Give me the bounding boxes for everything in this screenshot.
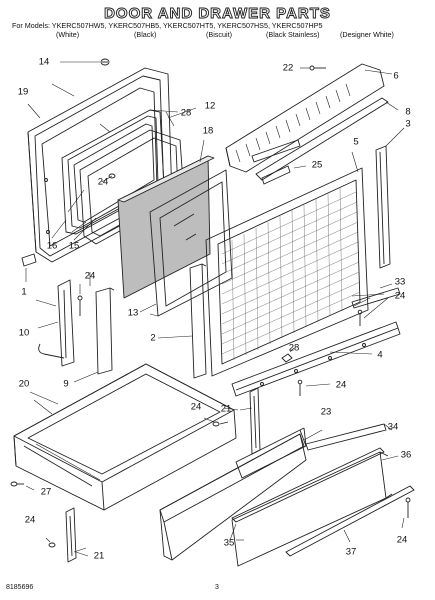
part-8-handle-trim xyxy=(255,97,399,181)
callout-25: 25 xyxy=(311,159,323,171)
part-3-side-trim xyxy=(375,127,405,269)
callout-19: 19 xyxy=(17,86,29,98)
part-24-screw-bottom-right xyxy=(401,497,411,529)
callout-33: 33 xyxy=(394,276,406,288)
callout-14: 14 xyxy=(38,56,50,68)
page-title: DOOR AND DRAWER PARTS xyxy=(104,5,331,23)
part-drawer-front-outer-panel xyxy=(159,433,307,561)
callout-10: 10 xyxy=(18,327,30,339)
callout-16: 16 xyxy=(46,240,58,252)
part-14-screw xyxy=(60,58,110,66)
part-20-drawer-body xyxy=(13,363,237,511)
callout-24-c: 24 xyxy=(394,290,406,302)
callout-22: 22 xyxy=(282,62,294,74)
part-28-bracket-lower xyxy=(281,347,295,363)
part-5-outer-glass xyxy=(205,151,369,377)
callout-37: 37 xyxy=(345,546,357,558)
part-34-top-trim xyxy=(305,423,393,451)
page-number: 3 xyxy=(215,584,219,591)
callout-21-b: 21 xyxy=(93,550,105,562)
part-27-screw xyxy=(10,481,35,491)
part-23-drawer-front xyxy=(235,427,323,479)
callout-15: 15 xyxy=(68,240,80,252)
callout-9: 9 xyxy=(63,378,69,390)
callout-24-a: 24 xyxy=(97,176,109,188)
part-37-lower-trim xyxy=(285,485,415,557)
callout-24-d: 24 xyxy=(335,379,347,391)
part-6-vent-trim xyxy=(225,63,393,173)
part-24-drawer-screw xyxy=(203,417,229,427)
part-35-bottom-strip xyxy=(229,447,385,541)
part-36-decorative-panel xyxy=(231,451,399,567)
part-2-side-frame xyxy=(157,263,207,379)
color-biscuit: (Biscuit) xyxy=(206,29,232,39)
callout-28: 28 xyxy=(180,107,192,119)
color-row: (White) (Black) (Biscuit) (Black Stainle… xyxy=(12,29,394,40)
part-9-side-block xyxy=(73,287,115,383)
callout-8: 8 xyxy=(405,106,411,118)
callout-35: 35 xyxy=(223,537,235,549)
callout-6: 6 xyxy=(393,70,399,82)
callout-34: 34 xyxy=(387,421,399,433)
callout-3: 3 xyxy=(405,118,411,130)
color-black: (Black) xyxy=(134,29,157,39)
callout-5: 5 xyxy=(353,136,359,148)
callout-13: 13 xyxy=(127,307,139,319)
color-designer-white: (Designer White) xyxy=(340,29,394,39)
callout-4: 4 xyxy=(377,349,383,361)
leader-lines xyxy=(27,103,385,553)
color-white: (White) xyxy=(56,29,80,39)
part-number-footer: 8185696 xyxy=(6,584,34,591)
callout-12: 12 xyxy=(204,100,216,112)
models-line: For Models: YKERC507HW5, YKERC507HB5, YK… xyxy=(12,21,323,30)
callout-20: 20 xyxy=(18,378,30,390)
callout-24-e: 24 xyxy=(190,401,202,413)
callout-24-g: 24 xyxy=(396,534,408,546)
leader-lines-16-15 xyxy=(51,219,87,239)
part-24-screw-bottom-left xyxy=(45,537,56,548)
part-4-bottom-trim xyxy=(231,321,401,397)
callout-24-f: 24 xyxy=(24,514,36,526)
part-18-insulation xyxy=(117,139,215,299)
callout-21-a: 21 xyxy=(220,403,232,415)
part-25-bracket xyxy=(251,139,307,185)
part-24-screw-lower xyxy=(297,379,331,396)
callout-28-b: 28 xyxy=(288,342,300,354)
part-1-clip xyxy=(21,253,37,282)
callout-23: 23 xyxy=(320,406,332,418)
callout-2: 2 xyxy=(150,332,156,344)
color-black-stainless: (Black Stainless) xyxy=(266,29,320,39)
callout-24-b: 24 xyxy=(84,270,96,282)
callout-18: 18 xyxy=(202,125,214,137)
callout-27: 27 xyxy=(40,486,52,498)
part-21-drawer-slide-upper xyxy=(239,387,261,455)
part-33-trim-strip xyxy=(351,283,401,326)
part-10-hinge xyxy=(37,279,83,367)
callout-36: 36 xyxy=(400,449,412,461)
part-22-screw xyxy=(300,65,326,71)
part-21-drawer-slide-lower xyxy=(65,507,89,563)
model-list: For Models: YKERC507HW5, YKERC507HB5, YK… xyxy=(12,21,394,40)
callout-1: 1 xyxy=(21,286,27,298)
